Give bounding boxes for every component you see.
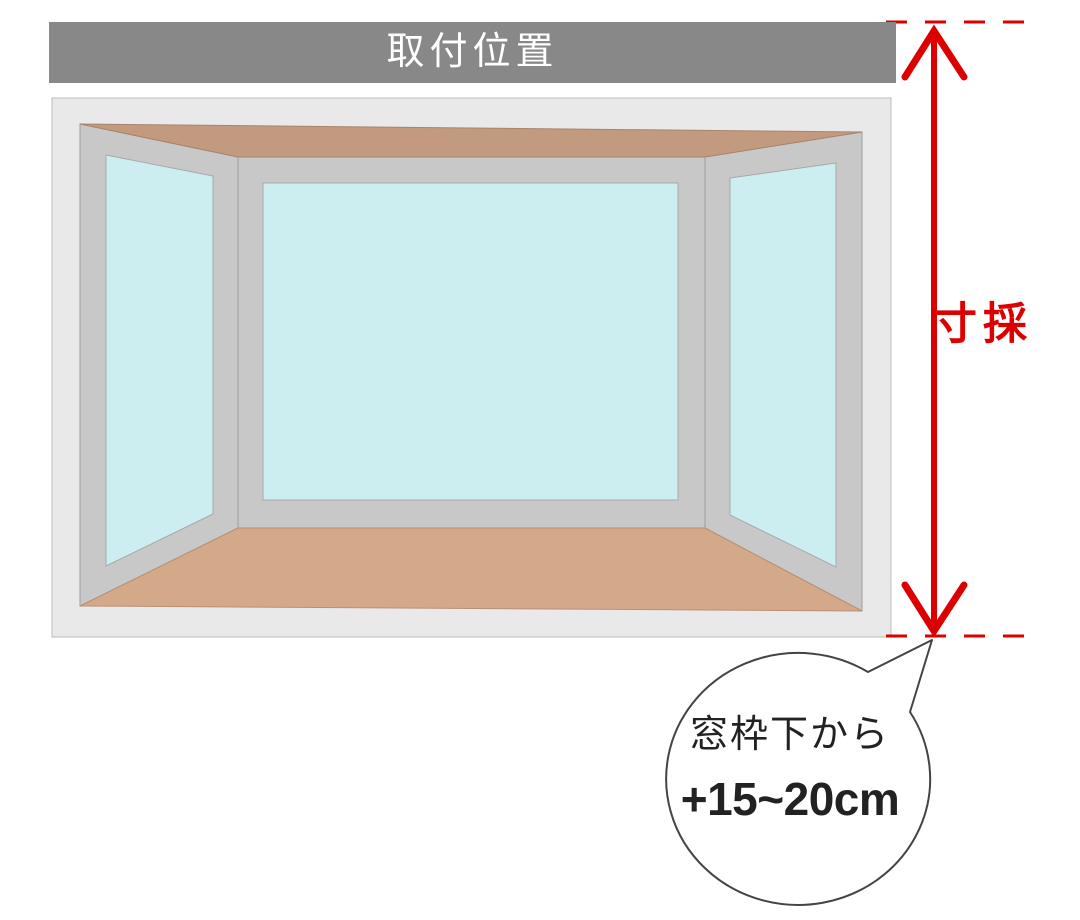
header-title: 取付位置 [386, 31, 559, 73]
mounting-position-header: 取付位置 [49, 22, 896, 83]
arrow-down-icon [901, 581, 968, 638]
arrow-up-icon [901, 24, 968, 81]
callout-line2: +15~20cm [680, 773, 900, 825]
left-glass-pane [105, 154, 214, 567]
center-glass-pane [262, 182, 679, 501]
bay-floor [79, 527, 863, 612]
measurement-label: 採寸 [926, 300, 1025, 358]
callout-text: 窓枠下から +15~20cm [660, 712, 920, 825]
right-glass-pane [729, 162, 837, 568]
bay-ceiling [79, 123, 863, 158]
callout-line1: 窓枠下から [689, 714, 890, 756]
callout-bubble [665, 639, 933, 906]
